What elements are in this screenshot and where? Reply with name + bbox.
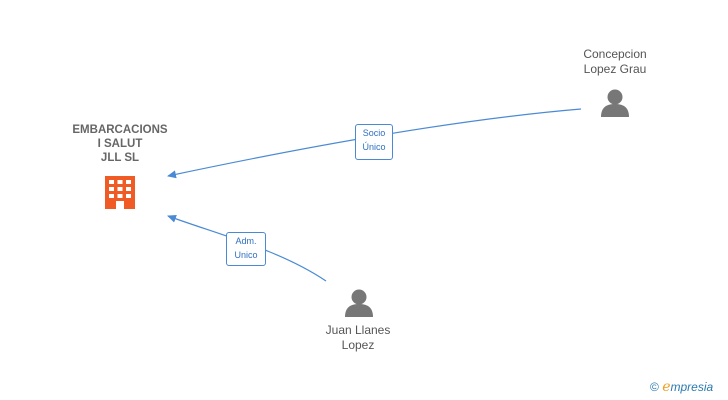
edge-label-socio-unico: Socio Único xyxy=(355,124,393,160)
brand-logo: © empresia xyxy=(650,379,714,395)
person-name[interactable]: Juan Llanes Lopez xyxy=(325,323,391,352)
edge-label-adm-unico: Adm. Unico xyxy=(226,232,266,266)
copyright-icon: © xyxy=(650,380,659,394)
person-icon[interactable] xyxy=(601,89,629,118)
building-icon[interactable] xyxy=(105,176,135,209)
person-icon[interactable] xyxy=(345,289,373,318)
company-name[interactable]: EMBARCACIONS I SALUT JLL SL xyxy=(72,124,168,164)
person-name[interactable]: Concepcion Lopez Grau xyxy=(583,47,647,76)
